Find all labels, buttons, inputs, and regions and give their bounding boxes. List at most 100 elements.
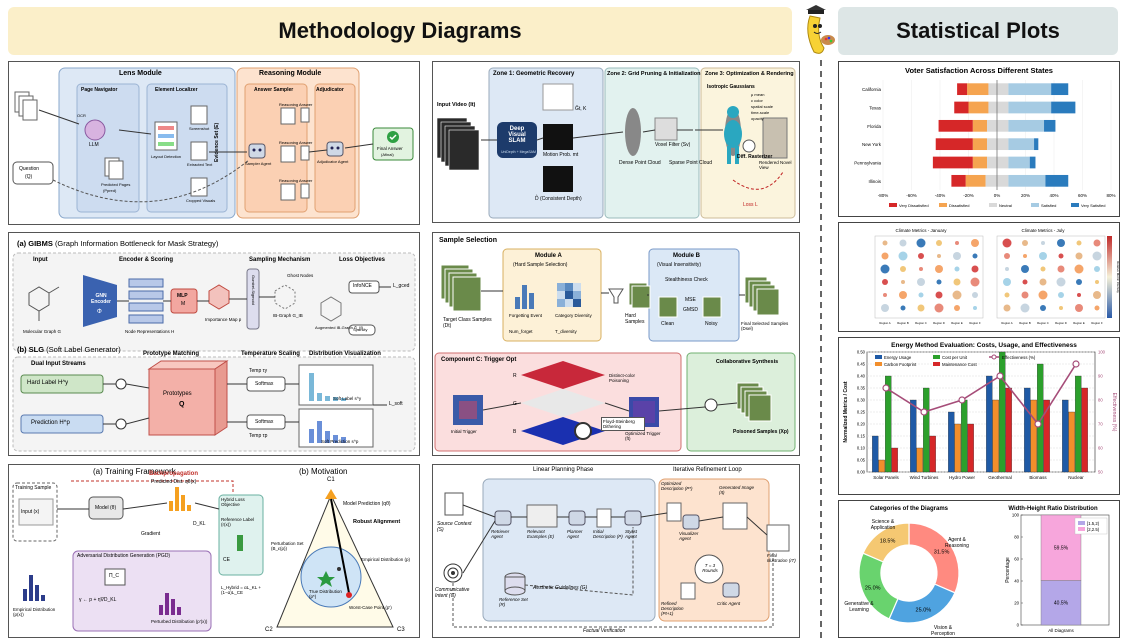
energy-ytick: 0.50: [857, 350, 866, 355]
energy-point: [882, 384, 890, 392]
optimized-label: Optimized Trigger (ft): [625, 431, 661, 441]
zones-panel: Input Video (It) Zone 1: Geometric Recov…: [432, 61, 800, 223]
energy-effectiveness-line: [885, 363, 1077, 426]
adjudicator-label: Adjudicator: [316, 87, 344, 93]
climate-dot: [954, 305, 960, 311]
g-label: G: [513, 401, 517, 407]
reasoning-module-title: Reasoning Module: [259, 70, 322, 77]
voter-xtick: -80%: [878, 193, 889, 198]
climate-dot: [1093, 291, 1101, 299]
energy-point: [958, 396, 966, 404]
energy-bar: [999, 351, 1006, 473]
climate-col-label: Region F: [1091, 321, 1103, 325]
voter-xtick: -40%: [935, 193, 946, 198]
climate-dot: [1056, 277, 1066, 287]
ratio-bar: [1040, 514, 1082, 581]
climate-dot: [1040, 305, 1046, 311]
climate-col-label: Region A: [879, 321, 890, 325]
voter-xtick: -20%: [963, 193, 974, 198]
energy-bar: [1024, 387, 1031, 473]
voxel-label: Voxel Filter (Sv): [655, 142, 691, 148]
energy-bar: [1062, 399, 1069, 473]
voter-bar: [988, 83, 1009, 96]
voter-category: Illinois: [868, 179, 881, 184]
donut-category-label: Generative &: [844, 601, 874, 607]
emp-dist-label: Empirical Distribution (p): [361, 557, 411, 562]
ref-set-label: Reference Set (R): [499, 597, 528, 607]
forgetting-label: Forgetting Event: [509, 313, 543, 318]
model-label: Model (θ): [95, 505, 117, 511]
voter-legend-swatch: [989, 203, 997, 207]
augmented-label: Augmented IB-Graph G̃_IB: [315, 325, 364, 330]
ratio-ytick: 80: [1014, 535, 1019, 540]
energy-chart: Energy Method Evaluation: Costs, Usage, …: [843, 342, 1117, 480]
target-label: Target Class Samples (Dt): [443, 317, 492, 329]
mlp-label: MLP: [177, 293, 188, 299]
energy-ytick-right: 70: [1098, 422, 1103, 427]
energy-category: Nuclear: [1068, 475, 1084, 480]
climate-colorbar-label: Relative Metric Intensity: [1116, 261, 1119, 293]
visualizer-label: Visualizer Agent: [679, 531, 699, 541]
climate-dot: [918, 253, 924, 259]
c3-label: C3: [397, 627, 405, 633]
energy-ytick: 0.00: [857, 470, 866, 475]
voter-bar: [1008, 138, 1035, 151]
climate-dot: [1020, 303, 1030, 313]
climate-dot: [1022, 279, 1028, 285]
energy-ytick: 0.10: [857, 446, 866, 451]
voter-bar: [1051, 101, 1076, 114]
energy-bar: [891, 447, 898, 473]
energy-ytick: 0.25: [857, 410, 866, 415]
true-dist-label: True Distribution (p*): [309, 589, 342, 599]
voter-bar: [1034, 138, 1039, 151]
element-localizer-label: Element Localizer: [155, 87, 198, 93]
climate-dot: [970, 277, 980, 287]
climate-dot: [973, 306, 977, 310]
energy-bar: [948, 411, 955, 473]
time-label: time-scale: [751, 110, 770, 115]
climate-dot: [881, 252, 889, 260]
climate-dot: [936, 279, 942, 285]
climate-dot: [953, 252, 961, 260]
voter-xtick: 60%: [1078, 193, 1087, 198]
energy-bar: [1075, 375, 1082, 473]
b-label: B: [513, 429, 517, 435]
update-label: γ ← p + η∇D_KL: [79, 597, 117, 603]
initial-desc-label: Initial Description (P): [593, 529, 623, 539]
climate-dot: [953, 278, 961, 286]
energy-bar: [929, 435, 936, 473]
energy-chart-panel: Energy Method Evaluation: Costs, Usage, …: [838, 337, 1120, 495]
climate-dot: [1075, 304, 1083, 312]
voter-bar: [1045, 174, 1069, 187]
voter-xtick: 20%: [1021, 193, 1030, 198]
training-panel: (a) Training Framework (b) Motivation Ba…: [8, 464, 420, 638]
distinct-label: Distinct-color Poisoning: [609, 373, 636, 383]
climate-dot: [900, 266, 906, 272]
adv-label: Adversarial Distribution Generation (PGD…: [77, 553, 171, 559]
section-divider: [820, 60, 822, 641]
sparse-label: Sparse Point Cloud: [669, 160, 713, 166]
voter-chart: Voter Satisfaction Across Different Stat…: [854, 66, 1115, 208]
climate-dot: [1094, 266, 1100, 272]
diff-rast-label: Diff. Rasterizer: [737, 154, 773, 160]
energy-ytick-right: 60: [1098, 446, 1103, 451]
energy-legend-label: Effectiveness (%): [1002, 355, 1036, 360]
ratio-category: All Diagrams: [1048, 628, 1074, 633]
voter-bar: [1044, 119, 1056, 132]
l-soft-label: L_soft: [389, 401, 403, 407]
llm-label: LLM: [89, 142, 99, 148]
g-k-label: Ĝt, K: [575, 106, 587, 112]
energy-legend-swatch: [933, 362, 940, 366]
banana-mascot-icon: [806, 5, 835, 54]
climate-col-label: Region E: [951, 321, 963, 325]
climate-dot: [882, 279, 888, 285]
gmsd-label: GMSD: [683, 307, 698, 313]
stealth-label: Stealthiness Check: [665, 277, 708, 283]
energy-point: [920, 408, 928, 416]
soft-pred-text: Soft Prediction s^p: [321, 439, 359, 444]
energy-bar: [967, 423, 974, 473]
climate-col-label: Region E: [1073, 321, 1085, 325]
energy-category: Solar Panels: [873, 475, 899, 480]
